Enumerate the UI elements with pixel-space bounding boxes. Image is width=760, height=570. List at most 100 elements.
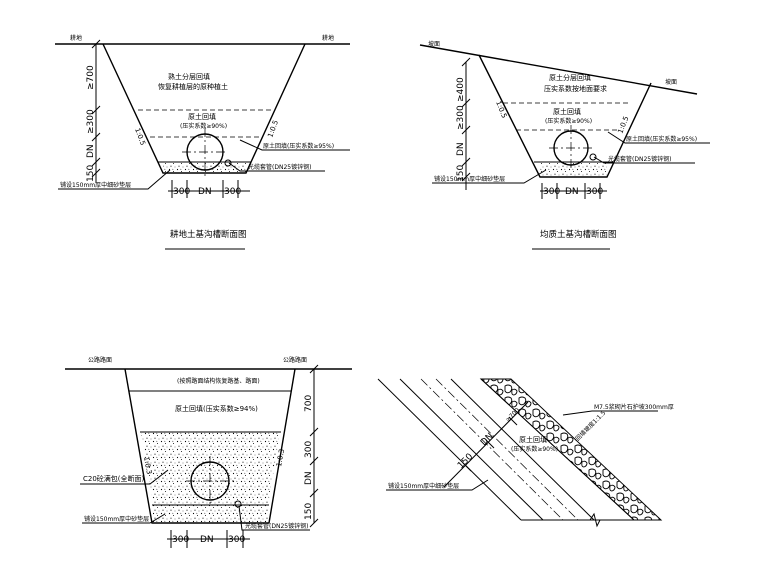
trench-outline-1 <box>102 43 306 174</box>
sand-bed-3 <box>153 505 268 523</box>
leader-pipe-2 <box>593 156 695 164</box>
section-farmland: 耕地 耕地 熟土分层回填 恢复耕植层的原种植土 原土回填 (压实系数≥90%) … <box>55 34 350 250</box>
section-homogeneous: 坡面 坡面 原土分层回填 压实系数按地面要求 原土回填 (压实系数≥90%) 1… <box>419 40 710 250</box>
concrete-fill-3 <box>141 432 280 505</box>
dim-300-1: ≥300 <box>86 109 96 134</box>
fill-top-1: 熟土分层回填 <box>168 72 210 81</box>
label-sand-3: 铺设150mm厚中砂垫层 <box>84 515 149 523</box>
slope-line-4c <box>450 378 595 521</box>
fill-mid-1: 原土回填 <box>188 112 216 121</box>
break-mark-4 <box>589 512 601 528</box>
bottom-300b-3: 300 <box>228 535 245 545</box>
dim-ticks-v-2 <box>461 57 471 182</box>
dim-150-3: 150 <box>304 503 314 520</box>
fill-top2-2: 压实系数按地面要求 <box>544 84 607 93</box>
dim-ticks-h-3 <box>170 530 244 548</box>
label-fill2-4: (压实系数≥90%) <box>511 445 558 453</box>
sand-bed-1 <box>163 162 246 173</box>
label-pipe-1: 光缆套管(DN25镀锌钢) <box>248 163 311 171</box>
bottom-300a-1: 300 <box>173 187 190 197</box>
dim-150-2: 150 <box>456 165 466 182</box>
bottom-dn-3: DN <box>200 535 214 545</box>
cable-conduit-1 <box>224 159 232 167</box>
trench-outline-3 <box>124 368 296 524</box>
dim-dn-1: DN <box>86 144 96 158</box>
label-pipe-3: 光缆套管(DN25镀锌钢) <box>245 522 308 530</box>
slope-line-4a <box>377 378 522 521</box>
slope-line-4d <box>480 378 635 521</box>
slope-line-4b <box>399 378 544 521</box>
dim-300-2: ≥300 <box>456 105 466 130</box>
leader-masonry-4 <box>562 410 658 416</box>
ground-label-right-1: 耕地 <box>322 34 334 42</box>
leader-sand-4 <box>386 479 489 491</box>
dim-700-1: ≥700 <box>86 65 96 90</box>
dim-300-3: 300 <box>304 441 314 458</box>
label-fill-4: 原土回填 <box>519 435 547 444</box>
bottom-300a-3: 300 <box>172 535 189 545</box>
ground-label-right-3: 公路路面 <box>283 356 307 364</box>
dim-dn-2: DN <box>456 142 466 156</box>
cable-conduit-3 <box>234 500 242 508</box>
fill-top2-1: 恢复耕植层的原种植土 <box>158 82 228 91</box>
slope-axis-4b <box>435 378 579 521</box>
dim-ticks-h-2 <box>541 183 601 199</box>
slope-left-3: 1:0.3 <box>142 456 153 475</box>
title-2: 均质土基沟槽断面图 <box>540 229 617 240</box>
title-1: 耕地土基沟槽断面图 <box>170 229 247 240</box>
slope-axis-4a <box>420 378 564 521</box>
leader-sand-3 <box>82 513 166 524</box>
leader-compact-2 <box>607 131 710 144</box>
leader-pipe-1 <box>228 162 325 172</box>
dim-diag-4 <box>443 401 529 488</box>
leader-pipe-3 <box>238 505 310 531</box>
fill-mid-2: 原土回填 <box>553 107 581 116</box>
bottom-300b-1: 300 <box>224 187 241 197</box>
leader-compact-1 <box>239 139 350 151</box>
ground-line-2 <box>419 44 698 95</box>
ground-label-left-2: 坡面 <box>428 40 440 48</box>
dim-150-4: 150 <box>456 452 475 471</box>
dim-dn-4: DN <box>479 431 496 448</box>
dim-700-3: 700 <box>304 395 314 412</box>
label-sand-2: 铺设150mm厚中细砂垫层 <box>434 175 505 183</box>
label-sand-1: 铺设150mm厚中细砂垫层 <box>60 181 131 189</box>
leader-concrete-3 <box>80 469 169 485</box>
dim-400-2: ≥400 <box>456 77 466 102</box>
slope-right-1: 1:0.5 <box>266 119 280 139</box>
sand-bed-2 <box>540 162 607 177</box>
label-pipe-2: 光缆套管(DN25镀锌钢) <box>608 155 671 163</box>
label-slope-4: 回填坡度1:1.5 <box>574 409 608 443</box>
bottom-300b-2: 300 <box>586 187 603 197</box>
leader-sand-1 <box>58 169 171 190</box>
bottom-dn-2: DN <box>565 187 579 197</box>
dim-ticks-v-3 <box>309 364 319 528</box>
leader-sand-2 <box>432 169 547 184</box>
label-concrete-3: C20砼满包(全断面) <box>83 474 145 483</box>
label-compact-2: 原土回填(压实系数≥95%) <box>626 135 697 143</box>
dim-ticks-h-1 <box>171 180 239 198</box>
ground-label-left-3: 公路路面 <box>88 356 112 364</box>
fill-mid-3: 原土回填(压实系数≥94%) <box>175 404 258 413</box>
dim-150-1: 150 <box>86 165 96 182</box>
masonry-band-4 <box>479 378 663 521</box>
cable-conduit-2 <box>589 153 597 161</box>
ground-label-right-2: 坡面 <box>665 78 677 86</box>
ground-label-left-1: 耕地 <box>70 34 82 42</box>
slope-left-1: 1:0.5 <box>133 127 147 147</box>
fill-top-3: (按照路面结构恢复路基、路面) <box>177 377 260 385</box>
bottom-300a-2: 300 <box>543 187 560 197</box>
fill-top-2: 原土分层回填 <box>549 73 591 82</box>
fill-mid2-2: (压实系数≥90%) <box>545 117 592 125</box>
label-compact-1: 原土回填(压实系数≥95%) <box>263 142 334 150</box>
bottom-dn-1: DN <box>198 187 212 197</box>
dim-dn-3: DN <box>304 471 314 485</box>
section-road: 公路路面 公路路面 (按照路面结构恢复路基、路面) 原土回填(压实系数≥94%)… <box>65 356 352 548</box>
dim-ticks-v-1 <box>91 39 101 178</box>
slope-right-3: 1:0.3 <box>275 448 286 467</box>
section-slope: 150 DN ≥700 M7.5浆砌片石护坡300mm厚 原土回填 (压实系数≥… <box>377 378 674 528</box>
label-sand-4: 铺设150mm厚中细砂垫层 <box>388 482 459 490</box>
fill-mid2-1: (压实系数≥90%) <box>180 122 227 130</box>
dim-ticks-diag-4 <box>462 416 518 472</box>
